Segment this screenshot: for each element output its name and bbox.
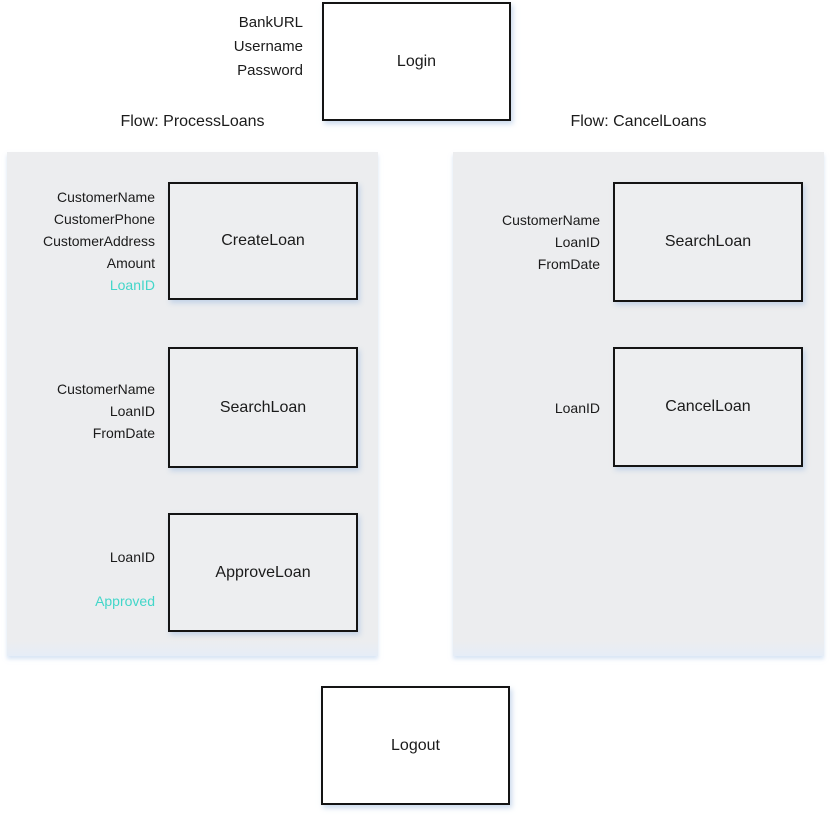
flow-panel-cancelloans: CustomerName LoanID FromDate SearchLoan … [453,152,824,656]
login-param-bankurl: BankURL [238,14,303,31]
param-approved-output: Approved [95,593,155,609]
login-param-username: Username [233,38,303,55]
param-customername: CustomerName [56,381,155,397]
flow-title-processloans: Flow: ProcessLoans [120,113,265,130]
login-param-password: Password [237,62,303,79]
param-loanid: LoanID [109,403,155,419]
param-fromdate: FromDate [537,256,600,272]
approveloan-input-list: LoanID [17,546,155,568]
param-loanid-output: LoanID [109,277,155,293]
param-customername: CustomerName [501,212,600,228]
cancelloan-action-label: CancelLoan [665,398,751,415]
approveloan-action-box[interactable]: ApproveLoan [168,513,358,632]
createloan-action-label: CreateLoan [221,232,305,249]
flow-panel-processloans: CustomerName CustomerPhone CustomerAddre… [7,152,378,656]
searchloan-action-label: SearchLoan [664,233,752,250]
param-loanid: LoanID [109,549,155,565]
logout-action-label: Logout [391,736,440,754]
createloan-param-list: CustomerName CustomerPhone CustomerAddre… [17,186,155,296]
param-loanid: LoanID [554,234,600,250]
createloan-action-box[interactable]: CreateLoan [168,182,358,300]
param-amount: Amount [106,255,155,271]
searchloan-action-label: SearchLoan [219,398,307,416]
login-action-label: Login [396,52,437,70]
approveloan-output-list: Approved [17,590,155,612]
searchloan-param-list: CustomerName LoanID FromDate [462,209,600,275]
param-fromdate: FromDate [92,425,155,441]
searchloan-param-list: CustomerName LoanID FromDate [17,378,155,444]
logout-action-box[interactable]: Logout [321,686,510,805]
param-loanid: LoanID [554,400,600,416]
approveloan-action-label: ApproveLoan [215,563,311,581]
searchloan-action-box[interactable]: SearchLoan [613,182,803,302]
flow-title-cancelloans: Flow: CancelLoans [570,113,707,130]
cancelloan-action-box[interactable]: CancelLoan [613,347,803,467]
login-action-box[interactable]: Login [322,2,511,121]
login-param-list: BankURL Username Password [100,11,303,83]
param-customername: CustomerName [56,189,155,205]
param-customerphone: CustomerPhone [53,211,155,227]
cancelloan-param-list: LoanID [462,397,600,419]
param-customeraddress: CustomerAddress [42,233,155,249]
searchloan-action-box[interactable]: SearchLoan [168,347,358,468]
